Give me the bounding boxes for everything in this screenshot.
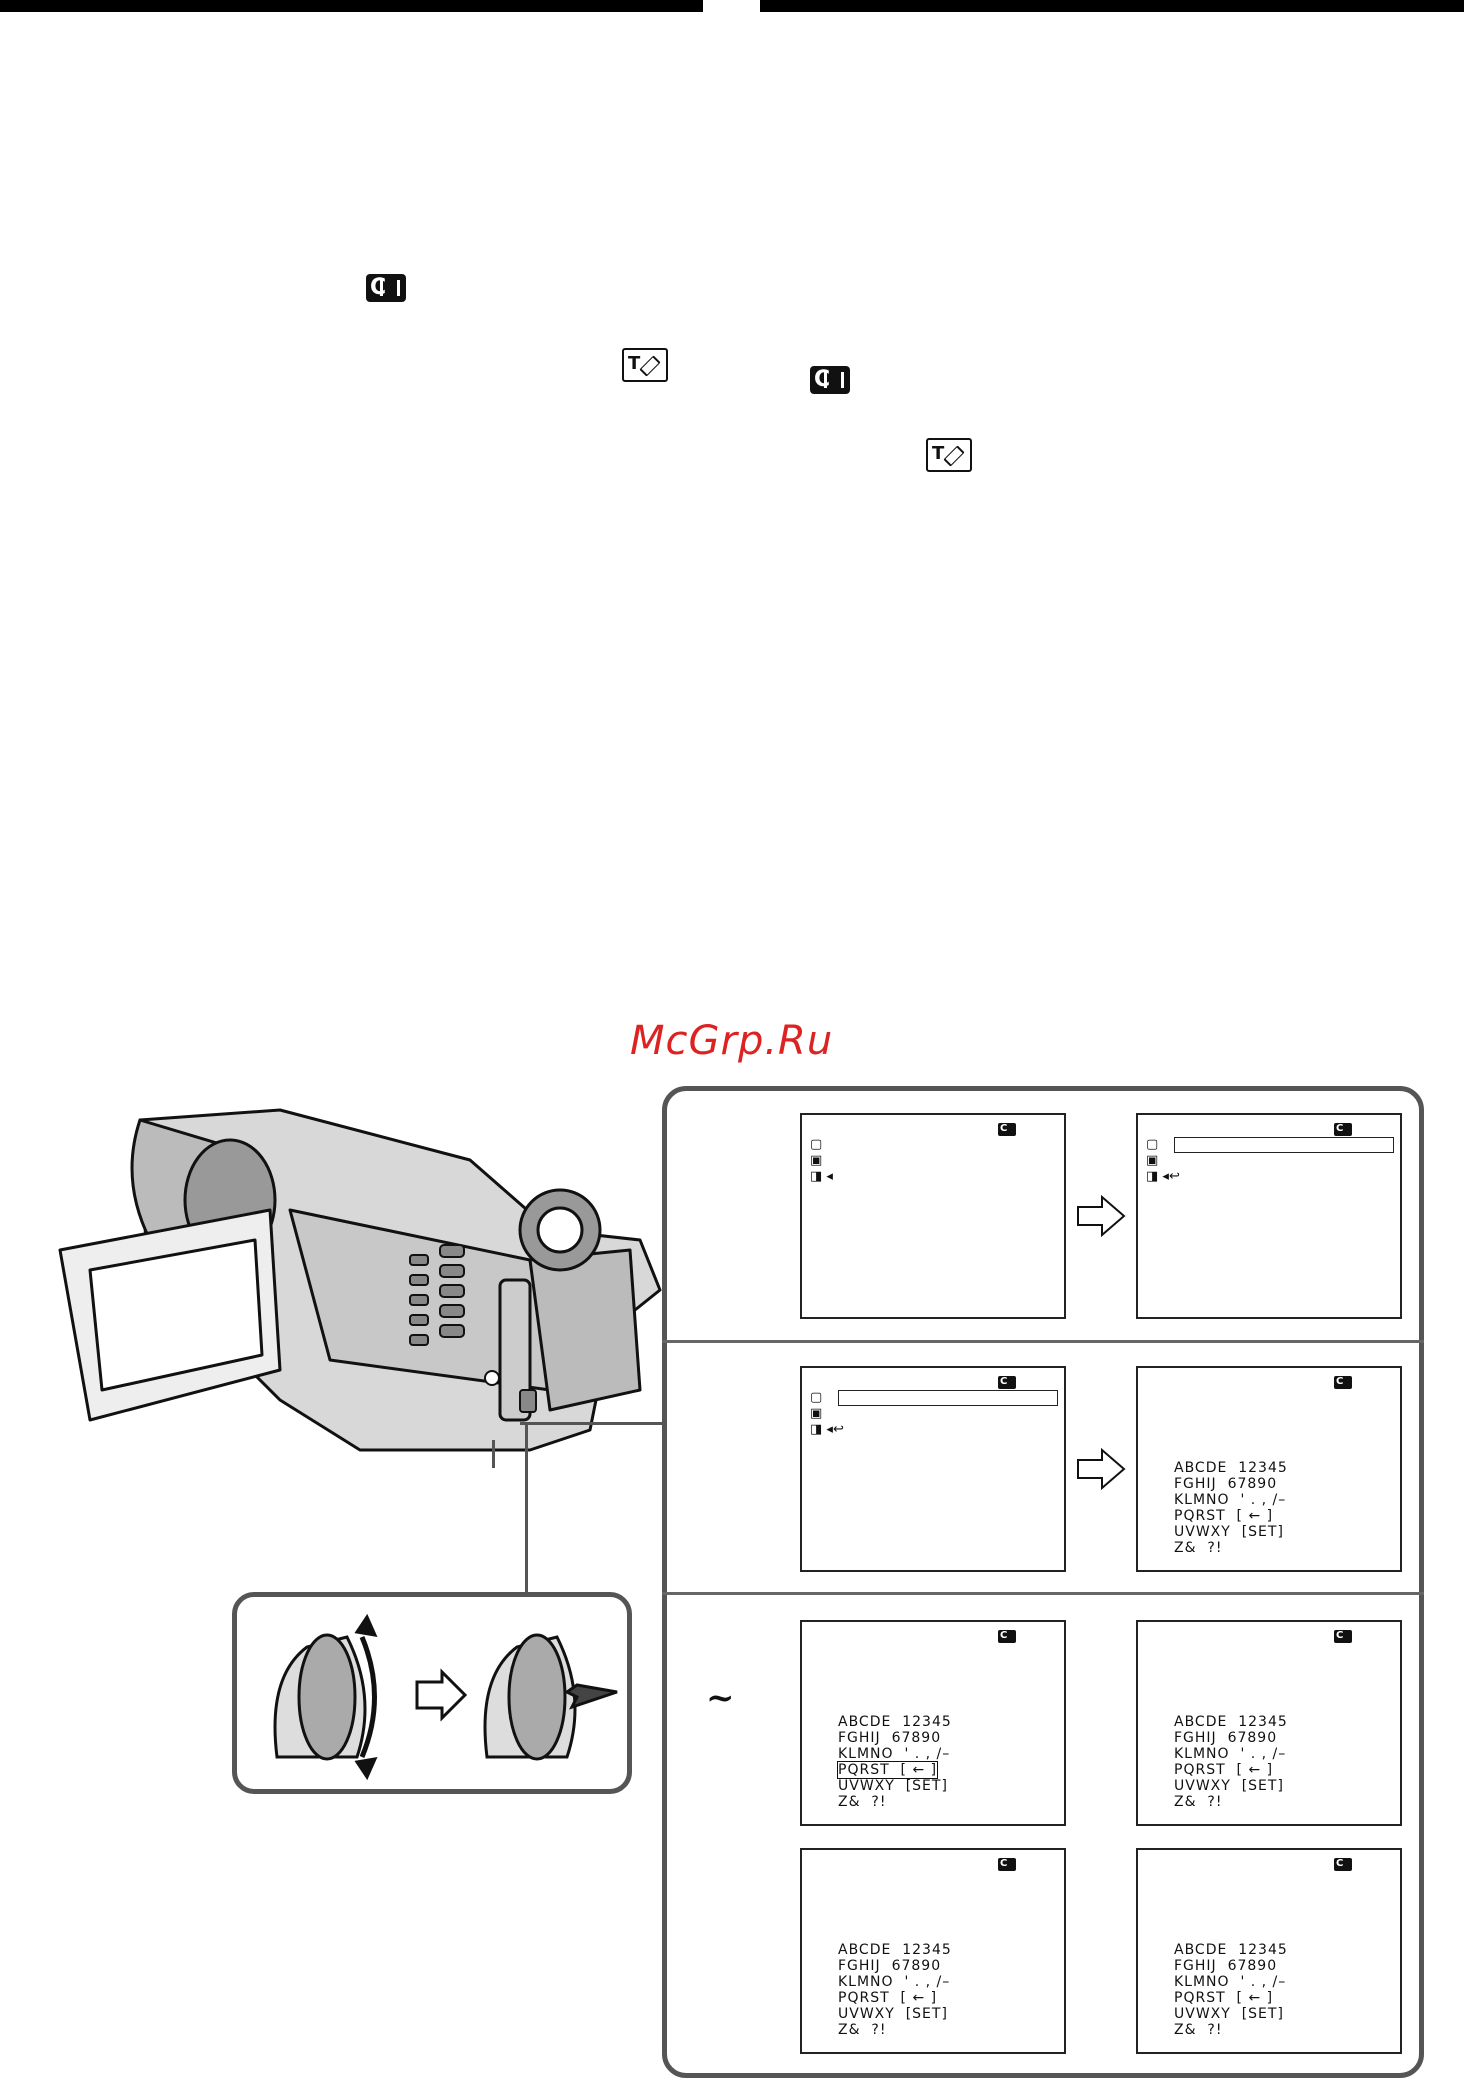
title-field bbox=[1174, 1137, 1394, 1153]
camcorder-illustration bbox=[58, 1108, 662, 1452]
procedure-panel bbox=[662, 1086, 1424, 2078]
step-range-marker: ~ bbox=[706, 1678, 735, 1718]
cassette-memory-icon bbox=[1334, 1121, 1352, 1137]
cassette-memory-icon bbox=[810, 366, 850, 394]
dial-operation-diagram bbox=[273, 1613, 618, 1781]
menu-icons: ▢ ▣ ◨ ◂ bbox=[810, 1137, 833, 1184]
cassette-memory-icon bbox=[1334, 1374, 1352, 1390]
dial-zoom-inset bbox=[232, 1592, 632, 1794]
watermark: McGrp.Ru bbox=[630, 1018, 834, 1064]
cassette-memory-icon bbox=[1334, 1856, 1352, 1872]
panel-divider-1 bbox=[662, 1340, 1424, 1343]
cassette-memory-icon bbox=[1334, 1628, 1352, 1644]
title-erase-icon: T bbox=[926, 438, 972, 472]
leader-line-vertical bbox=[492, 1440, 495, 1468]
next-arrow-icon bbox=[1077, 1195, 1126, 1237]
panel-divider-2 bbox=[662, 1592, 1424, 1595]
cassette-memory-icon bbox=[998, 1856, 1016, 1872]
next-arrow-icon bbox=[1077, 1448, 1126, 1490]
title-erase-icon: T bbox=[622, 348, 668, 382]
lcd-screen-step1-right: ▢ ▣ ◨ ◂↩ bbox=[1136, 1113, 1402, 1319]
cassette-memory-icon bbox=[366, 274, 406, 302]
lcd-screen-step2-left: ▢ ▣ ◨ ◂↩ bbox=[800, 1366, 1066, 1572]
cassette-memory-icon bbox=[998, 1374, 1016, 1390]
menu-icons: ▢ ▣ ◨ ◂↩ bbox=[810, 1390, 844, 1437]
title-field bbox=[838, 1390, 1058, 1406]
leader-line-down bbox=[525, 1425, 528, 1592]
top-rule-left bbox=[0, 0, 703, 12]
lcd-screen-step1-left: ▢ ▣ ◨ ◂ bbox=[800, 1113, 1066, 1319]
top-rule-right bbox=[760, 0, 1464, 12]
cassette-memory-icon bbox=[998, 1628, 1016, 1644]
cassette-memory-icon bbox=[998, 1121, 1016, 1137]
menu-icons: ▢ ▣ ◨ ◂↩ bbox=[1146, 1137, 1180, 1184]
leader-line-horizontal bbox=[520, 1422, 662, 1425]
